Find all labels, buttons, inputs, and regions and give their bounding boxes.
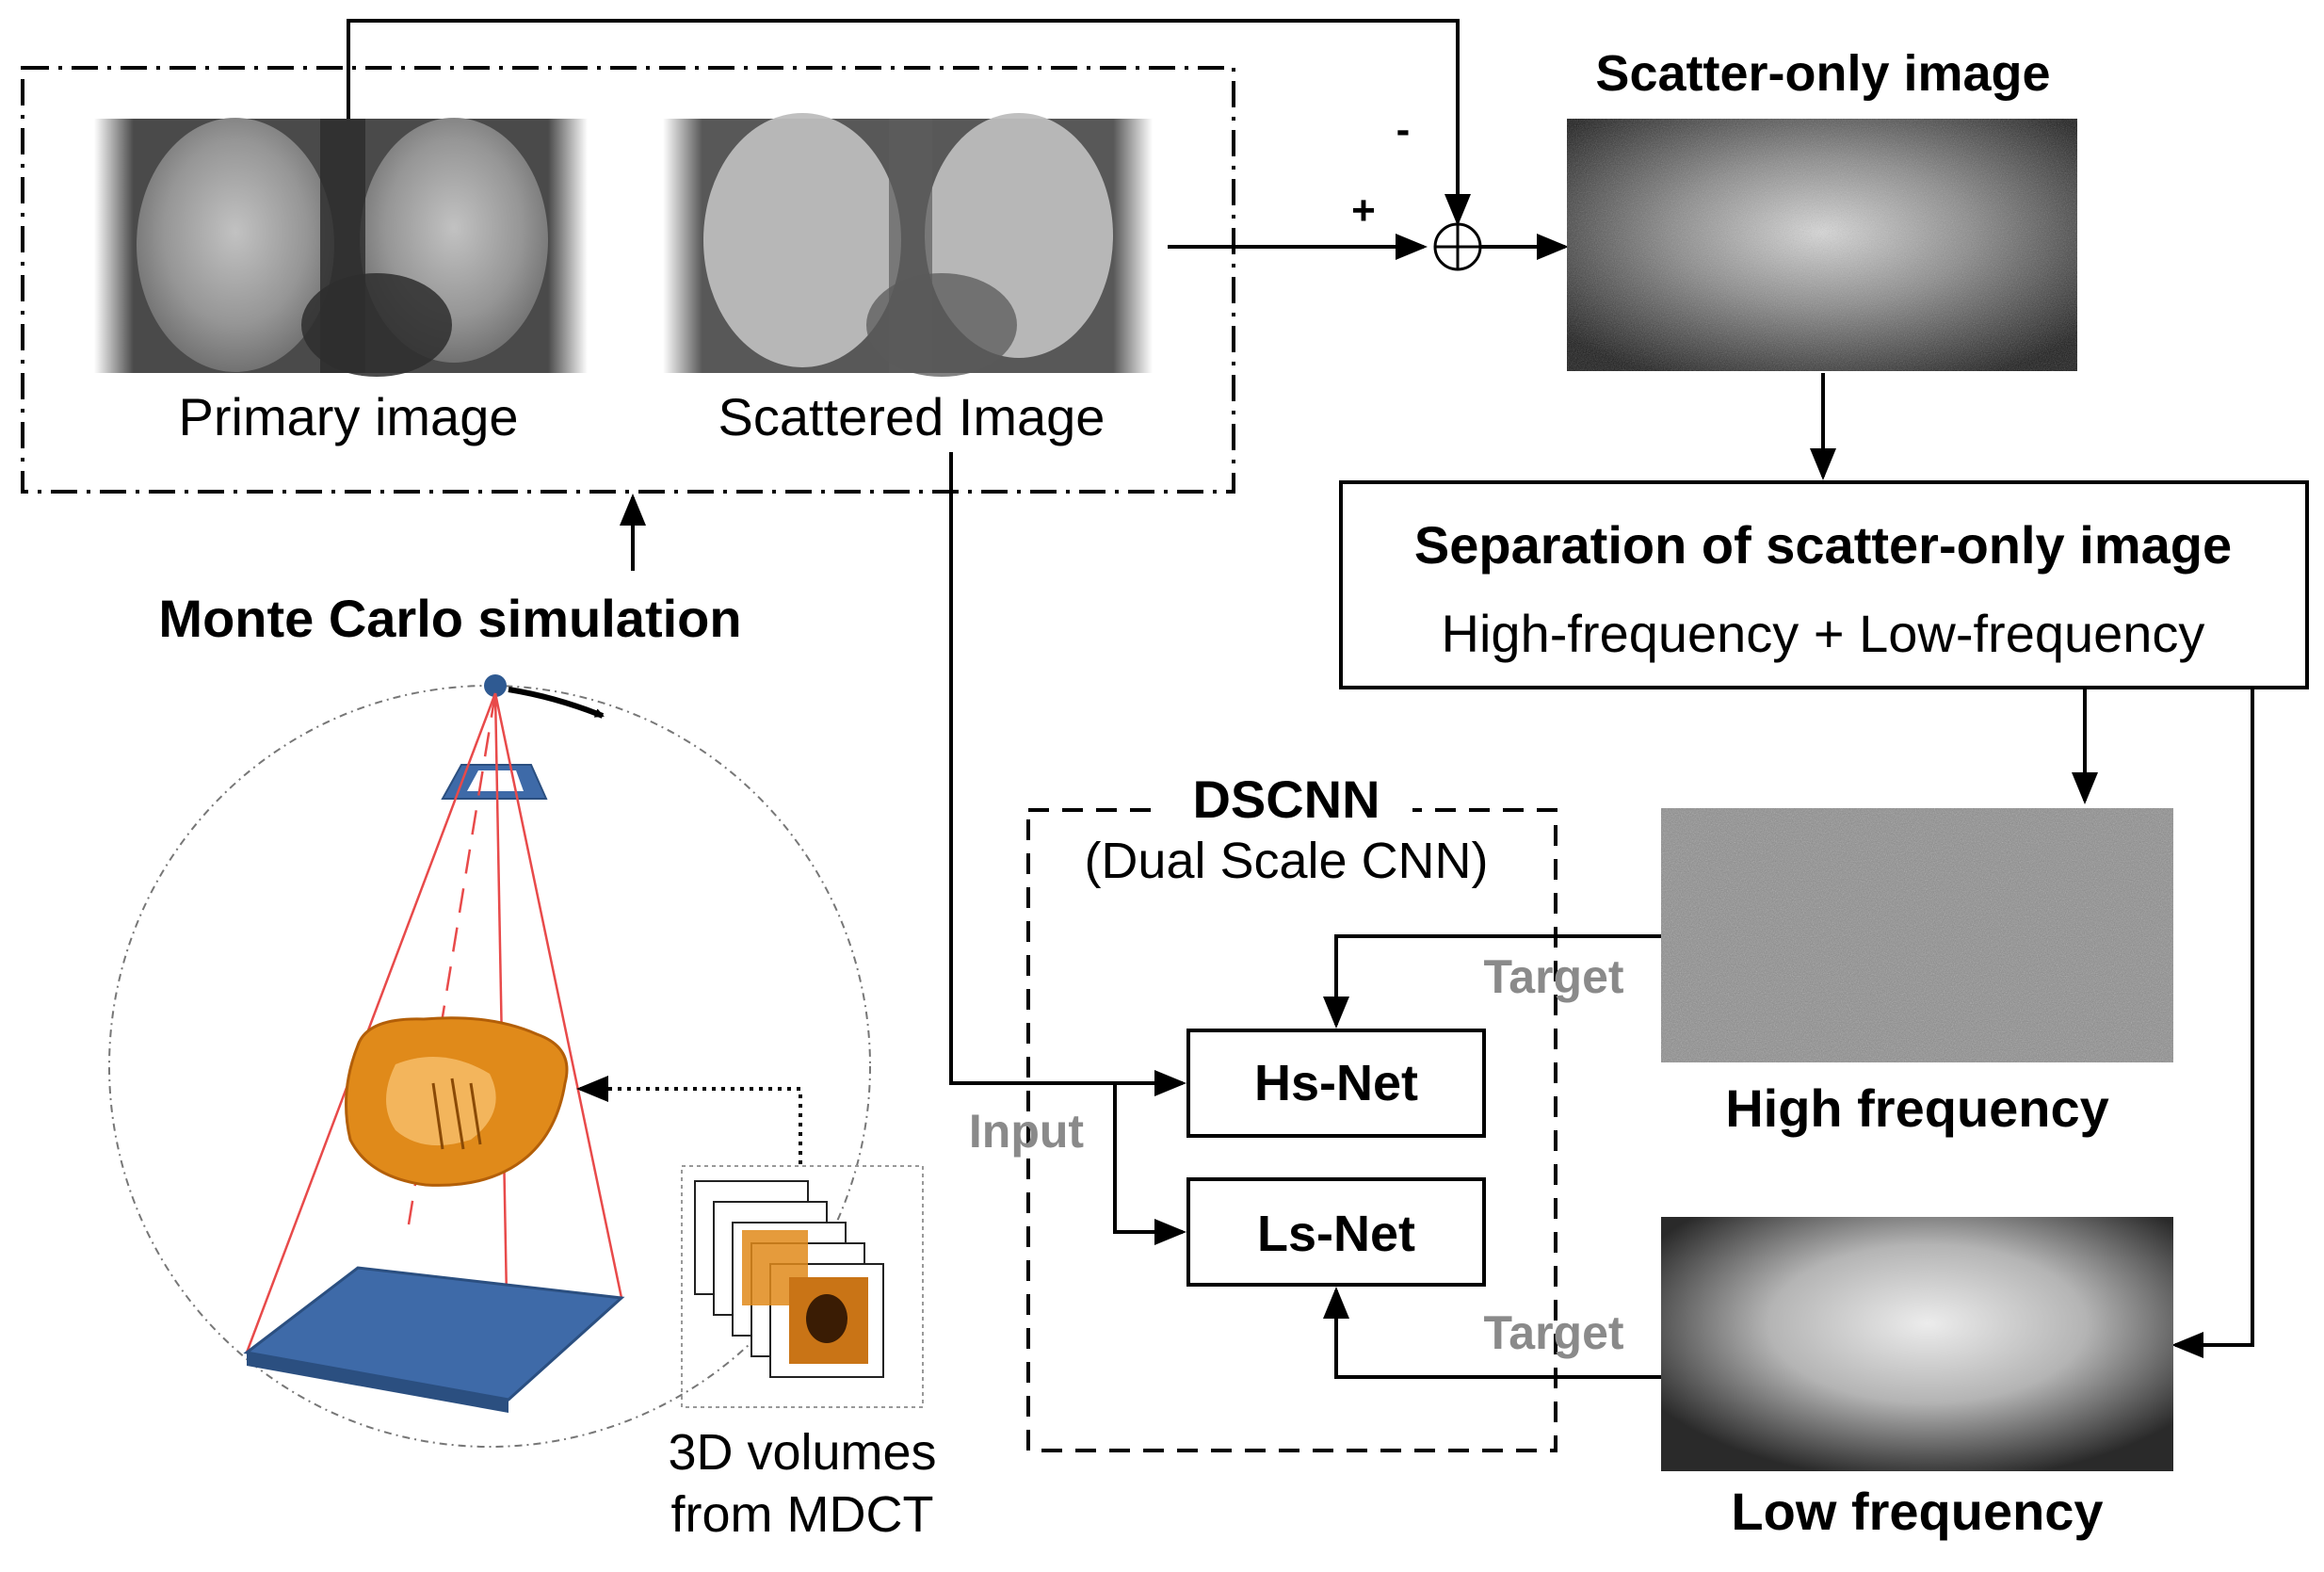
input-to-ls-net-arrow <box>1113 1083 1186 1245</box>
high-frequency-image <box>1661 808 2173 1062</box>
ls-net-label: Ls-Net <box>1257 1206 1415 1262</box>
dscnn-subtitle: (Dual Scale CNN) <box>1084 833 1488 889</box>
simulation-group-box <box>21 66 1235 494</box>
hs-net-label: Hs-Net <box>1254 1055 1418 1111</box>
low-frequency-label: Low frequency <box>1731 1482 2103 1541</box>
primary-to-sum-arrow <box>347 19 1471 226</box>
dscnn-title: DSCNN <box>1192 770 1380 829</box>
separation-subtitle: High-frequency + Low-frequency <box>1442 604 2205 663</box>
low-target-label: Target <box>1483 1306 1623 1359</box>
high-frequency-label: High frequency <box>1725 1078 2109 1138</box>
separation-box <box>1339 480 2309 689</box>
input-to-hs-net-arrow <box>949 452 1186 1096</box>
input-label: Input <box>969 1105 1085 1158</box>
primary-xray-image <box>94 118 588 377</box>
scattered-xray-image <box>663 113 1153 377</box>
separation-title: Separation of scatter-only image <box>1414 515 2232 575</box>
summing-junction <box>1433 222 1482 271</box>
scattered-image-label: Scattered Image <box>718 387 1106 446</box>
detector-plate <box>243 1266 625 1413</box>
volumes-label-line2: from MDCT <box>671 1486 934 1543</box>
patient-volume <box>345 1016 569 1187</box>
ct-volume-stack <box>681 1165 924 1408</box>
hs-net-box <box>1186 1029 1486 1138</box>
volumes-to-patient-arrow <box>576 1076 802 1164</box>
ls-net-box <box>1186 1177 1486 1287</box>
volumes-label-line1: 3D volumes <box>668 1424 936 1481</box>
xray-source-point <box>484 674 507 697</box>
monte-carlo-label: Monte Carlo simulation <box>158 589 741 648</box>
primary-image-label: Primary image <box>179 387 519 446</box>
plus-sign: + <box>1351 187 1376 234</box>
separation-to-low-arrow <box>2171 688 2254 1358</box>
dscnn-box <box>1026 808 1557 1452</box>
high-target-arrow <box>1323 934 1661 1029</box>
minus-sign: - <box>1396 106 1411 153</box>
high-target-label: Target <box>1483 950 1623 1003</box>
rotation-arrow <box>508 687 605 719</box>
scatter-only-image <box>1567 119 2077 371</box>
low-target-arrow <box>1323 1287 1661 1379</box>
low-frequency-image <box>1661 1217 2173 1471</box>
scatter-only-title: Scatter-only image <box>1595 45 2050 102</box>
